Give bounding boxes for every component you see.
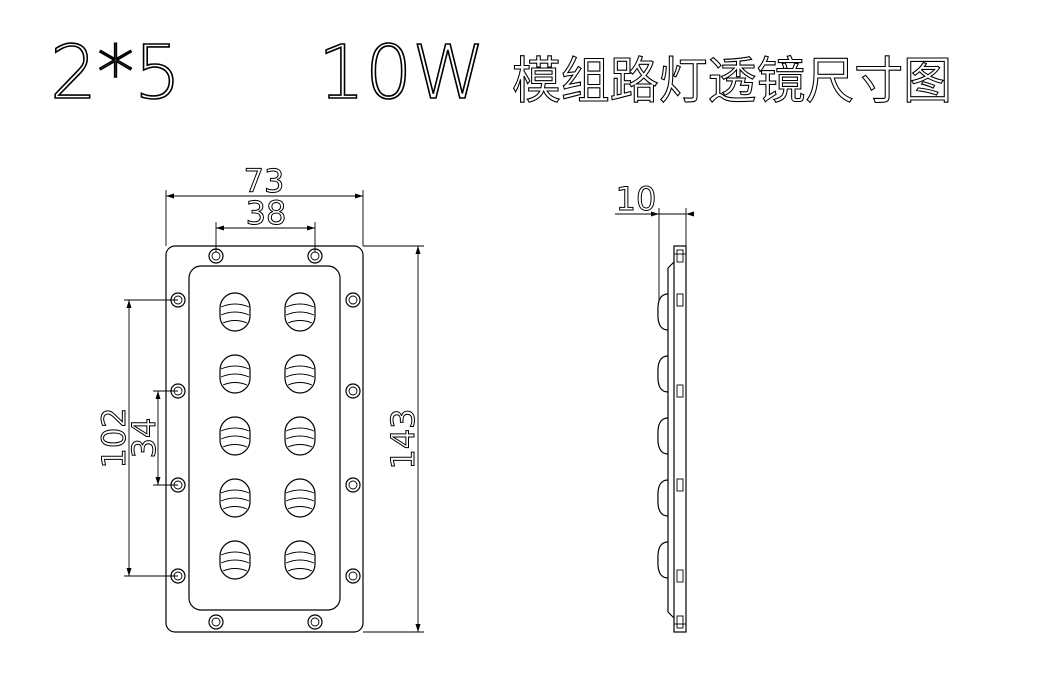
side-screw-bosses: [676, 249, 684, 629]
inner-lens-area-outline: [188, 265, 341, 611]
outer-plate-outline: [165, 245, 364, 633]
dim-hole-spacing-label: 38: [246, 194, 287, 232]
screw-hole: [345, 292, 361, 308]
drawing-title: 2*5 10W 模组路灯透镜尺寸图: [49, 29, 952, 117]
lens: [284, 478, 316, 518]
side-screw-boss: [676, 569, 684, 583]
side-screw-boss: [676, 249, 684, 263]
side-lens-bump: [657, 541, 669, 579]
dim-side-hole-pitch-label: 34: [125, 418, 163, 459]
side-lens-bump: [657, 417, 669, 455]
lens: [284, 540, 316, 580]
screw-hole: [307, 614, 323, 630]
dimension-hole-spacing: 38: [215, 194, 316, 252]
lens: [219, 540, 251, 580]
side-view: 10: [615, 180, 694, 633]
lens: [219, 416, 251, 456]
lens: [284, 416, 316, 456]
lens: [219, 292, 251, 332]
side-lens-bump: [657, 479, 669, 517]
lens: [219, 354, 251, 394]
dim-width-label: 73: [244, 162, 285, 200]
title-model: 2*5: [50, 30, 181, 116]
title-description: 模组路灯透镜尺寸图: [512, 52, 952, 110]
lens: [284, 354, 316, 394]
dimension-side-hole-pitch: 34: [125, 390, 178, 486]
dimension-height: 143: [363, 245, 424, 633]
side-plate-outline: [673, 245, 687, 633]
side-screw-boss: [676, 615, 684, 629]
lens-array: [219, 292, 316, 580]
side-lens-profiles: [657, 293, 669, 579]
side-screw-boss: [676, 478, 684, 492]
dim-height-label: 143: [384, 408, 422, 469]
dimension-thickness: 10: [615, 180, 694, 300]
lens: [219, 478, 251, 518]
dimension-side-hole-span: 102: [95, 299, 178, 577]
screw-hole: [345, 477, 361, 493]
lens: [284, 292, 316, 332]
dim-side-hole-span-label: 102: [95, 407, 133, 468]
side-lens-bump: [657, 293, 669, 331]
dim-thickness-label: 10: [616, 180, 657, 218]
side-lens-bump: [657, 355, 669, 393]
side-screw-boss: [676, 384, 684, 398]
screw-holes: [170, 248, 361, 630]
title-power: 10W: [318, 30, 485, 116]
side-screw-boss: [676, 293, 684, 307]
dimension-width: 73: [165, 162, 364, 246]
screw-hole: [345, 568, 361, 584]
screw-hole: [345, 383, 361, 399]
screw-hole: [208, 614, 224, 630]
front-view: 73 38 143 102: [95, 162, 424, 633]
